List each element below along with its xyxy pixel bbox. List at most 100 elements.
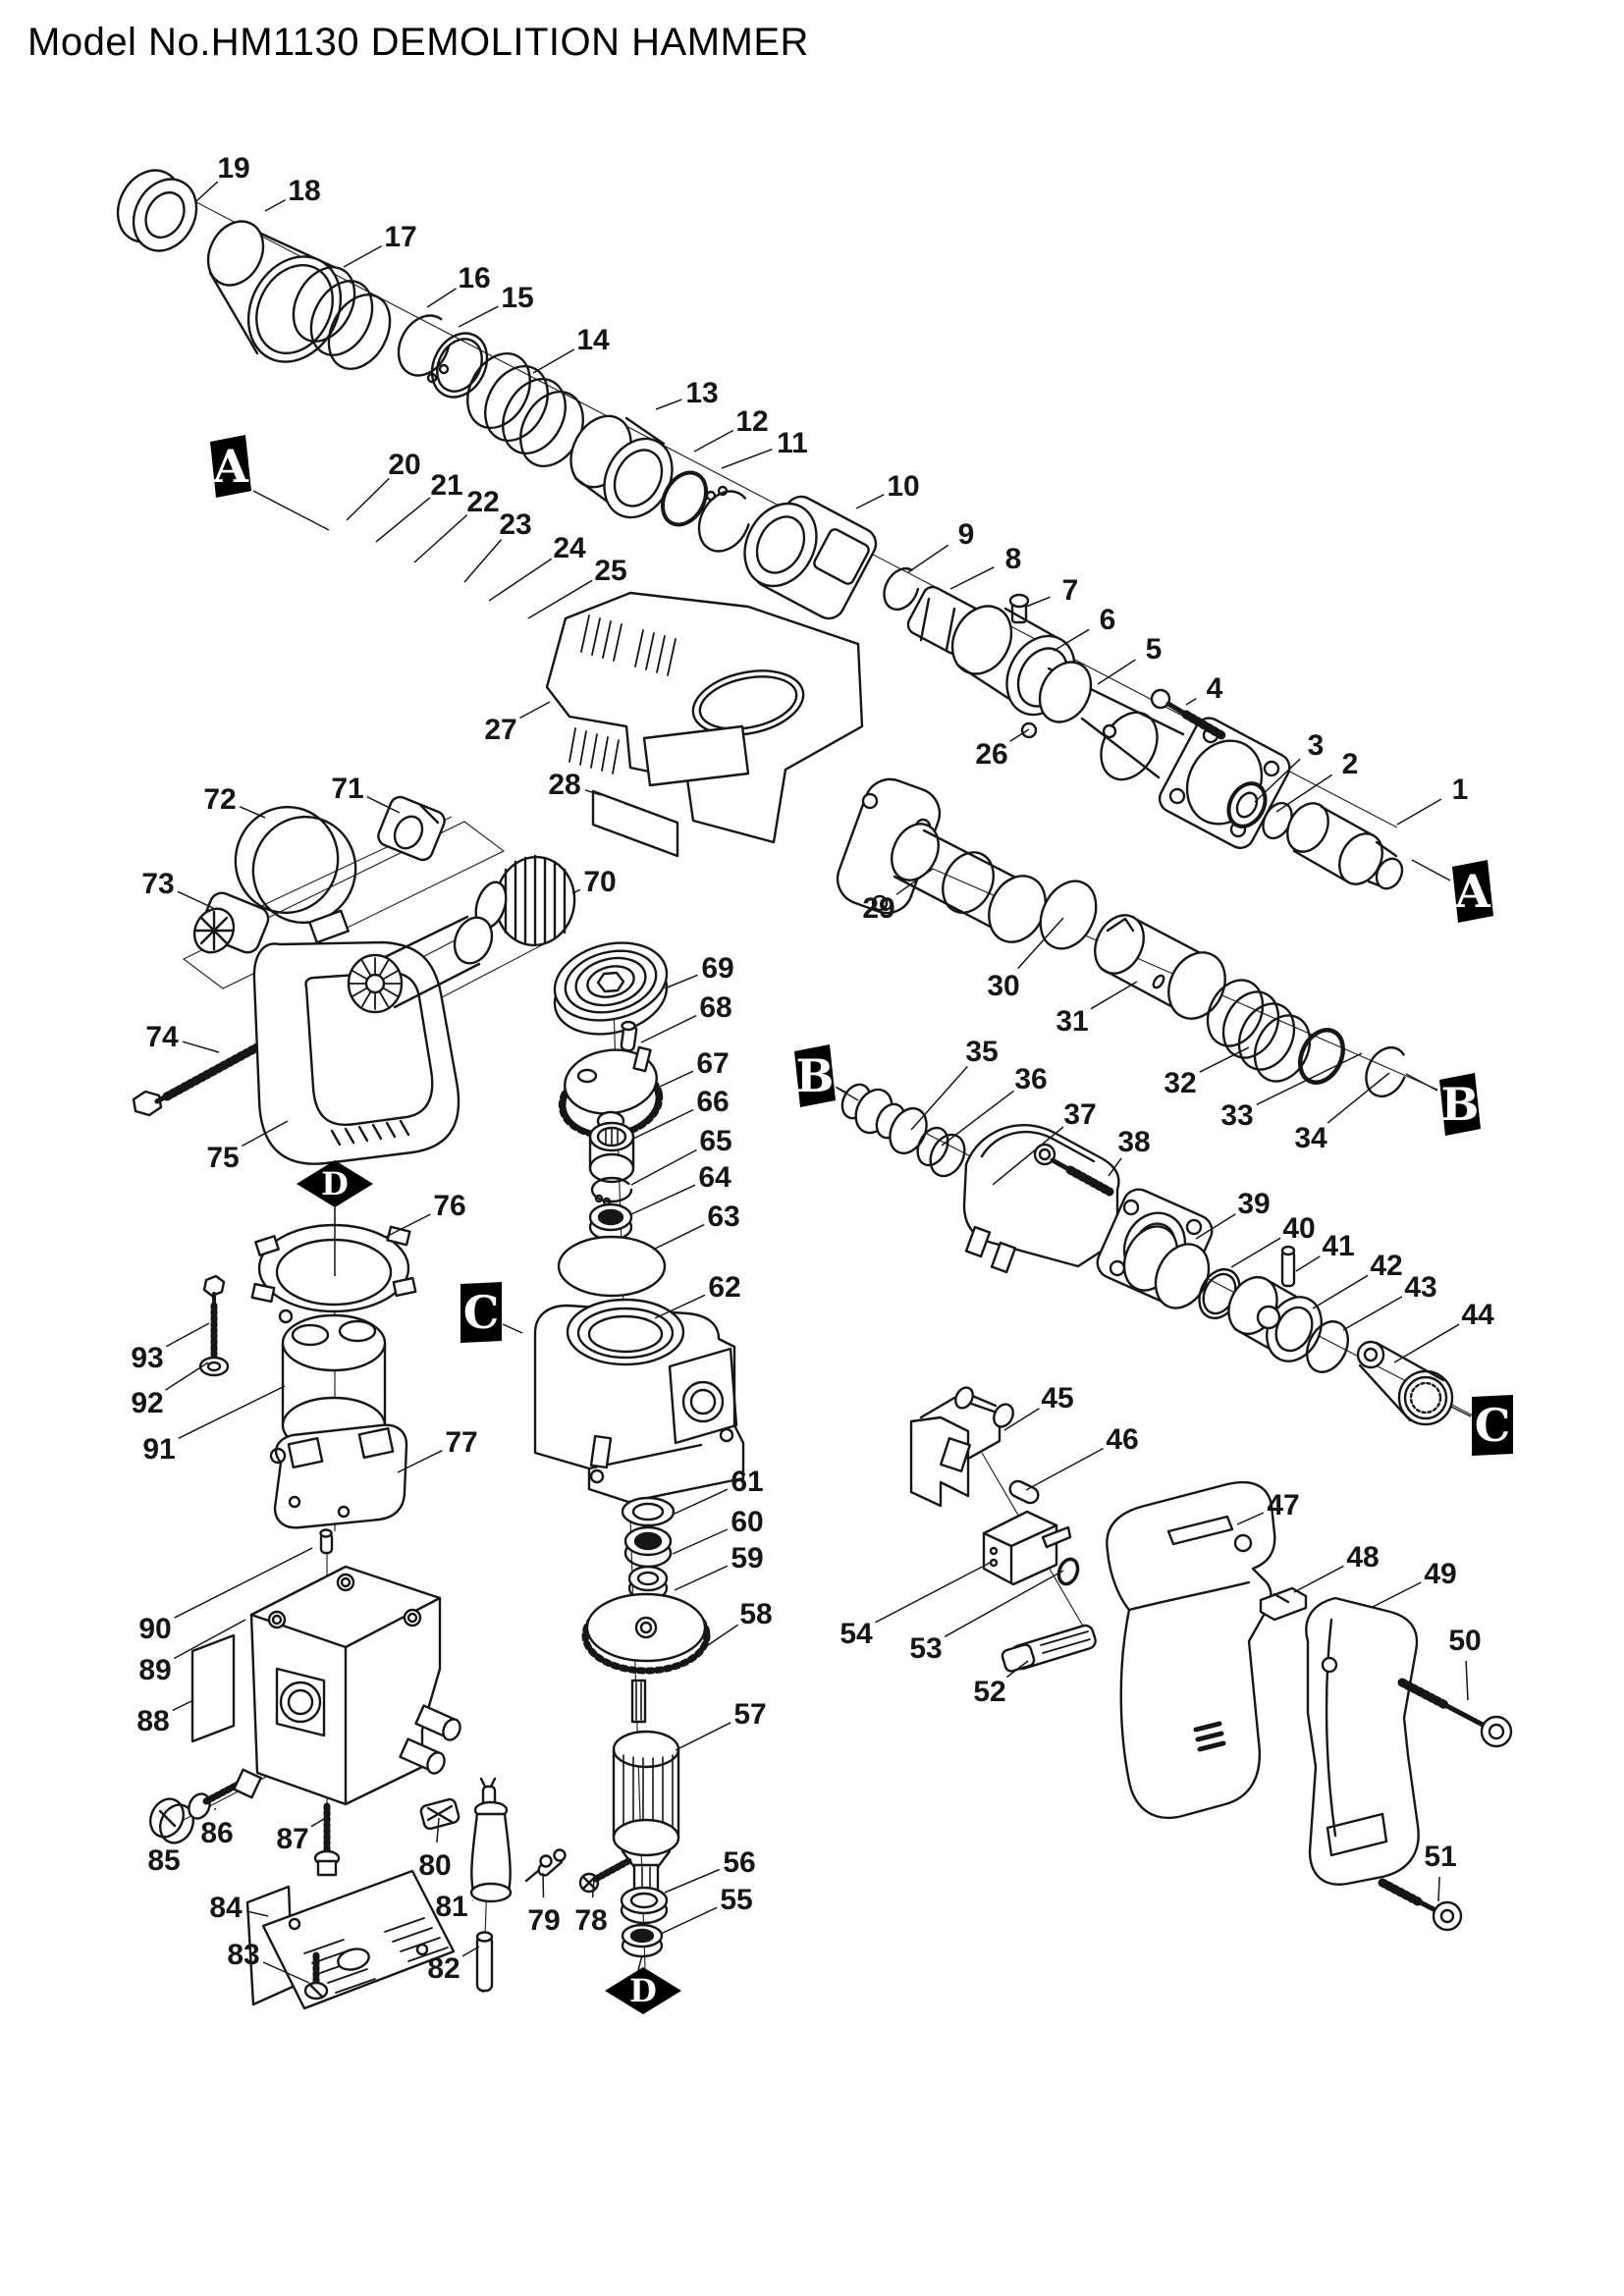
part-label-51: 51 (1424, 1841, 1456, 1873)
motor-housing-art (249, 1565, 461, 1806)
part-35-art (840, 1083, 928, 1155)
part-69-art (553, 941, 669, 1036)
part-87-art (313, 1802, 341, 1877)
marker-leader-A (252, 490, 330, 531)
part-label-76: 76 (433, 1190, 465, 1222)
leader-line-41 (1295, 1255, 1321, 1272)
part-36-art (916, 1126, 966, 1178)
part-label-93: 93 (131, 1342, 163, 1374)
leader-line-43 (1342, 1296, 1403, 1331)
leader-line-68 (640, 1014, 697, 1043)
section-marker-letter-C: C (463, 1286, 500, 1339)
part-label-11: 11 (777, 427, 808, 459)
part-label-61: 61 (731, 1466, 763, 1498)
part-label-6: 6 (1100, 604, 1116, 636)
part-label-43: 43 (1404, 1271, 1436, 1304)
part-label-40: 40 (1282, 1212, 1315, 1245)
part-label-24: 24 (553, 532, 586, 564)
part-label-26: 26 (975, 738, 1007, 771)
part-label-50: 50 (1448, 1625, 1481, 1657)
part-label-3: 3 (1308, 729, 1325, 762)
leader-line-92 (165, 1362, 209, 1391)
leader-line-23 (463, 539, 503, 583)
part-60-art (623, 1525, 673, 1569)
part-label-9: 9 (958, 518, 975, 551)
section-marker-D (605, 1967, 681, 2014)
part-50-art (1397, 1678, 1513, 1748)
leader-line-46 (1025, 1447, 1104, 1491)
part-label-35: 35 (965, 1036, 998, 1068)
leader-line-27 (519, 701, 551, 720)
part-label-71: 71 (331, 773, 363, 805)
part-label-27: 27 (484, 714, 516, 746)
leader-line-49 (1372, 1581, 1422, 1608)
part-label-29: 29 (862, 892, 894, 925)
leader-line-7 (1025, 596, 1051, 608)
part-66-art (588, 1121, 635, 1184)
part-label-8: 8 (1005, 543, 1022, 575)
page-title: Model No.HM1130 DEMOLITION HAMMER (27, 21, 809, 64)
part-15-art (430, 332, 489, 399)
leader-line-44 (1393, 1323, 1460, 1363)
leader-line-53 (944, 1570, 1064, 1637)
part-label-80: 80 (418, 1849, 451, 1882)
leader-line-11 (721, 448, 773, 469)
part-33-art (1297, 1028, 1346, 1085)
part-label-46: 46 (1106, 1423, 1138, 1456)
part-label-82: 82 (427, 1952, 460, 1985)
leader-line-83 (262, 1961, 310, 1984)
part-label-17: 17 (384, 221, 416, 253)
part-label-56: 56 (723, 1846, 755, 1879)
marker-leader-B (1405, 1073, 1438, 1092)
part-label-1: 1 (1452, 774, 1469, 806)
leader-line-31 (1090, 981, 1138, 1010)
leader-line-20 (346, 477, 390, 521)
part-75-art (252, 915, 494, 1165)
part-86-art (188, 1768, 262, 1820)
leader-line-42 (1312, 1274, 1369, 1309)
part-label-49: 49 (1424, 1558, 1456, 1590)
leader-line-76 (385, 1213, 431, 1238)
part-70-art (474, 854, 576, 947)
part-27-art (545, 591, 864, 844)
section-marker-B (1439, 1073, 1481, 1136)
part-label-32: 32 (1164, 1067, 1196, 1099)
leader-line-2 (1275, 774, 1333, 813)
part-18-art (206, 220, 343, 363)
leader-line-80 (436, 1817, 440, 1843)
leader-line-59 (674, 1565, 729, 1591)
leader-line-33 (1256, 1052, 1363, 1105)
part-label-58: 58 (739, 1598, 772, 1630)
part-label-48: 48 (1346, 1541, 1379, 1574)
part-53-art (982, 1510, 1072, 1586)
leader-line-62 (654, 1294, 706, 1319)
part-26-art (1020, 721, 1038, 739)
part-28-art (591, 789, 679, 858)
leader-line-60 (672, 1528, 729, 1555)
leader-line-17 (343, 244, 383, 268)
part-label-34: 34 (1294, 1122, 1327, 1154)
leader-line-25 (527, 579, 593, 619)
part-label-22: 22 (466, 486, 499, 518)
part-label-44: 44 (1461, 1299, 1494, 1331)
part-64-art (588, 1202, 633, 1242)
leader-line-63 (652, 1223, 705, 1251)
part-92-art (198, 1356, 230, 1377)
leader-line-54 (875, 1561, 993, 1624)
part-label-14: 14 (576, 324, 610, 356)
leader-line-24 (488, 558, 553, 602)
section-marker-letter-D: D (629, 1972, 657, 2009)
part-11-art (697, 485, 752, 553)
part-62-art (533, 1298, 745, 1504)
part-13-art (569, 414, 674, 519)
leader-line-4 (1185, 697, 1197, 706)
part-label-10: 10 (887, 470, 919, 503)
leader-line-69 (664, 974, 698, 989)
part-61-art (621, 1496, 676, 1527)
leader-line-89 (173, 1619, 246, 1660)
leader-line-30 (1017, 917, 1064, 970)
leader-line-70 (571, 888, 581, 894)
part-48-art (1259, 1586, 1308, 1622)
leader-line-15 (458, 305, 499, 328)
leader-line-84 (246, 1910, 269, 1917)
